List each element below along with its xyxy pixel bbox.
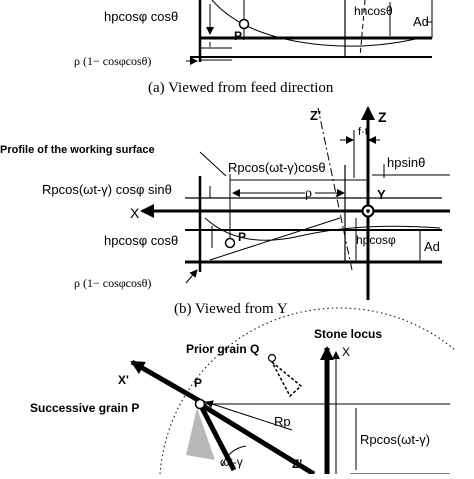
panel-c-zprime-line (213, 411, 291, 459)
panel-b-label-z: Z (378, 109, 387, 125)
panel-c-xprime-axis (130, 359, 207, 407)
panel-a-surface-curve (211, 0, 421, 47)
panel-b-label-hp-cos-cos: hpcosφ cosθ (104, 233, 178, 248)
panel-b-grain-p (224, 237, 236, 249)
panel-a-dash-line (359, 0, 366, 58)
panel-b-label-ft: f·t (358, 126, 368, 138)
panel-c-label-zprime: Z' (292, 457, 302, 471)
panel-c-grain-p (194, 398, 206, 410)
panel-c: Stone locus X X' Z' P Successive grain P… (30, 307, 456, 477)
panel-b-label-ad: Ad (424, 239, 440, 254)
panel-b-label-hp-sin: hpsinθ (387, 155, 425, 170)
panel-a-label-p: P (234, 29, 242, 43)
panel-b-label-profile: Profile of the working surface (0, 144, 155, 156)
panel-a-label-ad: Ad (413, 14, 429, 29)
panel-b-label-rho: ρ (305, 186, 312, 201)
panel-c-label-rp-cos: Rpcos(ωt-γ) (360, 432, 430, 447)
panel-c-grain-rake (197, 402, 237, 472)
panel-b-label-rp-cos: Rpcos(ωt-γ)cosθ (228, 160, 326, 175)
panel-b-label-p: P (238, 230, 246, 244)
panel-c-label-omega: ωt-γ (220, 455, 243, 469)
panel-b-label-rho-bottom: ρ (1− cosφcosθ) (74, 276, 151, 290)
panel-a-caption: (a) Viewed from feed direction (148, 80, 334, 96)
panel-c-label-stone-locus: Stone locus (314, 327, 382, 341)
panel-b-surface-curve (204, 217, 441, 241)
panel-c-grain-q-shape (271, 361, 303, 398)
panel-b-rho-bottom-arrow (185, 269, 198, 284)
panel-b-chord (209, 217, 341, 261)
panel-c-label-successive: Successive grain P (30, 401, 139, 415)
panel-b-label-rp-cos-sin: Rpcos(ωt-γ) cosφ sinθ (42, 182, 172, 197)
panel-a-label-hn-cos: hncosθ (354, 4, 393, 18)
panel-b: Z Z' f·t X P Y ρ Rpcos (0, 106, 450, 317)
panel-c-radius-line (198, 401, 316, 477)
panel-c-label-p: P (194, 376, 202, 390)
panel-b-caption: (b) Viewed from Y (174, 301, 288, 317)
panel-c-label-xprime: X' (118, 373, 129, 387)
panel-a-grain-p (238, 18, 250, 30)
panel-b-label-y: Y (377, 187, 386, 202)
panel-c-angle-arc (221, 445, 247, 467)
panel-b-zprime-axis (317, 107, 353, 271)
panel-b-y-dot-icon (366, 209, 370, 213)
panel-b-label-zprime: Z' (310, 108, 321, 123)
panel-c-grain-shade (186, 408, 215, 460)
panel-a-label-rho: ρ (1− cosφcosθ) (74, 54, 151, 68)
panel-c-rp-arrow (205, 400, 293, 431)
panel-c-label-prior-grain: Prior grain Q (186, 342, 259, 356)
panel-c-grain-q (267, 353, 277, 363)
panel-b-label-hp-cosphi: hpcosφ (356, 233, 396, 247)
panel-c-label-rp: Rp (274, 414, 291, 429)
panel-b-label-x: X (130, 205, 140, 221)
panel-b-profile-leader (199, 151, 227, 177)
panel-a: P hpcosφ cosθ hncosθ Ad ρ (1− cosφcosθ) … (74, 0, 433, 96)
panel-c-label-x: X (342, 345, 350, 359)
panel-a-label-hp-cos: hpcosφ cosθ (104, 9, 178, 24)
